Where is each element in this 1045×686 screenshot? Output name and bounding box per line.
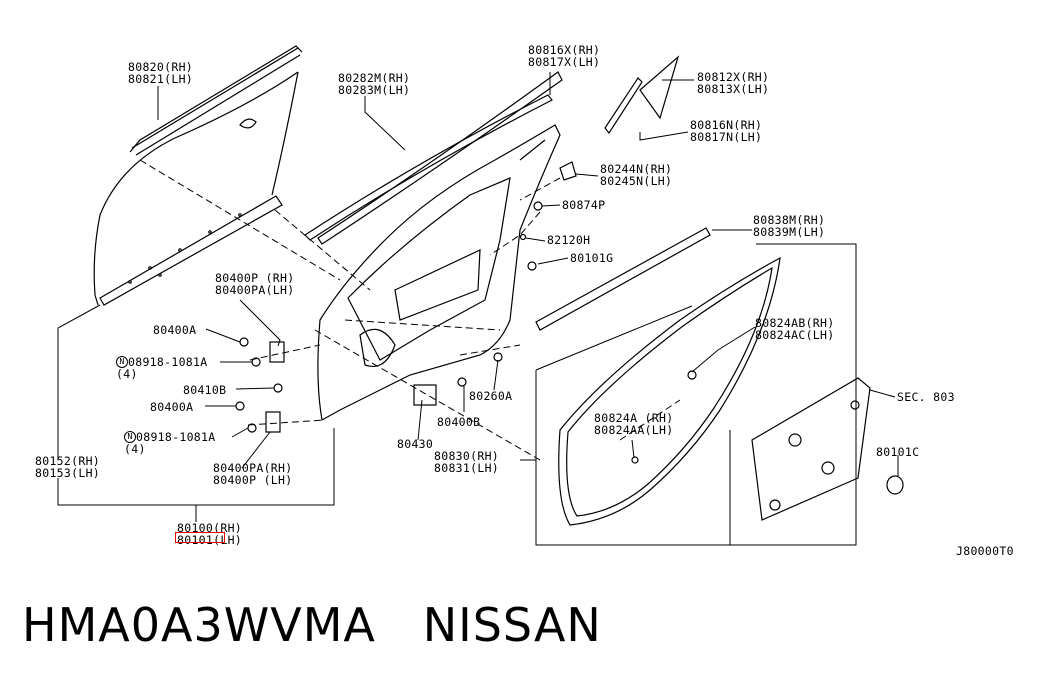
door-inner-frame — [317, 124, 561, 421]
seal-80816n — [604, 77, 643, 135]
label-80816n: 80816N(RH) 80817N(LH) — [690, 118, 763, 144]
trim-80812x — [639, 55, 680, 120]
label-80101c: 80101C — [876, 445, 920, 459]
label-sec-803: SEC. 803 — [897, 390, 955, 404]
highlight-box — [175, 532, 225, 543]
label-80101: 80101(LH) — [177, 533, 243, 547]
label-80430: 80430 — [397, 437, 434, 451]
label-80824a: 80824A (RH) 80824AA(LH) — [594, 411, 674, 437]
label-80816x: 80816X(RH) 80817X(LH) — [528, 43, 601, 69]
diagram-code: J80000T0 — [956, 544, 1014, 558]
dashed-lines — [139, 159, 681, 461]
leader-lines — [57, 72, 899, 546]
label-80830: 80830(RH) 80831(LH) — [434, 449, 500, 475]
label-82120h: 82120H — [547, 233, 591, 247]
moulding-80282m — [304, 94, 553, 241]
label-80260a: 80260A — [469, 389, 513, 403]
label-80400p: 80400P (RH) 80400PA(LH) — [215, 271, 295, 297]
hinge-lower — [265, 411, 281, 433]
part-caption: HMA0A3WVMA NISSAN — [22, 598, 602, 652]
label-80874p: 80874P — [562, 198, 606, 212]
label-80400b: 80400B — [437, 415, 481, 429]
label-80400a-upper: 80400A — [153, 323, 197, 337]
label-80820: 80820(RH) 80821(LH) — [128, 60, 194, 86]
weatherstrip-80830 — [558, 256, 781, 526]
label-80838m: 80838M(RH) 80839M(LH) — [753, 213, 826, 239]
bolt-code-upper: 08918-1081A (4) — [116, 355, 208, 381]
label-80101g: 80101G — [570, 251, 614, 265]
label-80410b: 80410B — [183, 383, 227, 397]
label-80152: 80152(RH) 80153(LH) — [35, 454, 101, 480]
check-link-80430 — [413, 384, 437, 406]
door-module-panel — [751, 377, 871, 521]
hinge-upper — [269, 341, 285, 363]
label-80244n: 80244N(RH) 80245N(LH) — [600, 162, 673, 188]
plug-80101c — [886, 475, 904, 495]
bolt-code-lower: 08918-1081A (4) — [124, 430, 216, 456]
seal-80816x — [317, 71, 563, 245]
label-80824ab: 80824AB(RH) 80824AC(LH) — [755, 316, 835, 342]
label-80400a-lower: 80400A — [150, 400, 194, 414]
label-80100: 80100(RH) — [177, 521, 243, 535]
seal-80838m — [535, 227, 711, 331]
label-80400pa: 80400PA(RH) 80400P (LH) — [213, 461, 293, 487]
door-outer-panel — [93, 45, 303, 306]
label-80812x: 80812X(RH) 80813X(LH) — [697, 70, 770, 96]
label-80282m: 80282M(RH) 80283M(LH) — [338, 71, 411, 97]
